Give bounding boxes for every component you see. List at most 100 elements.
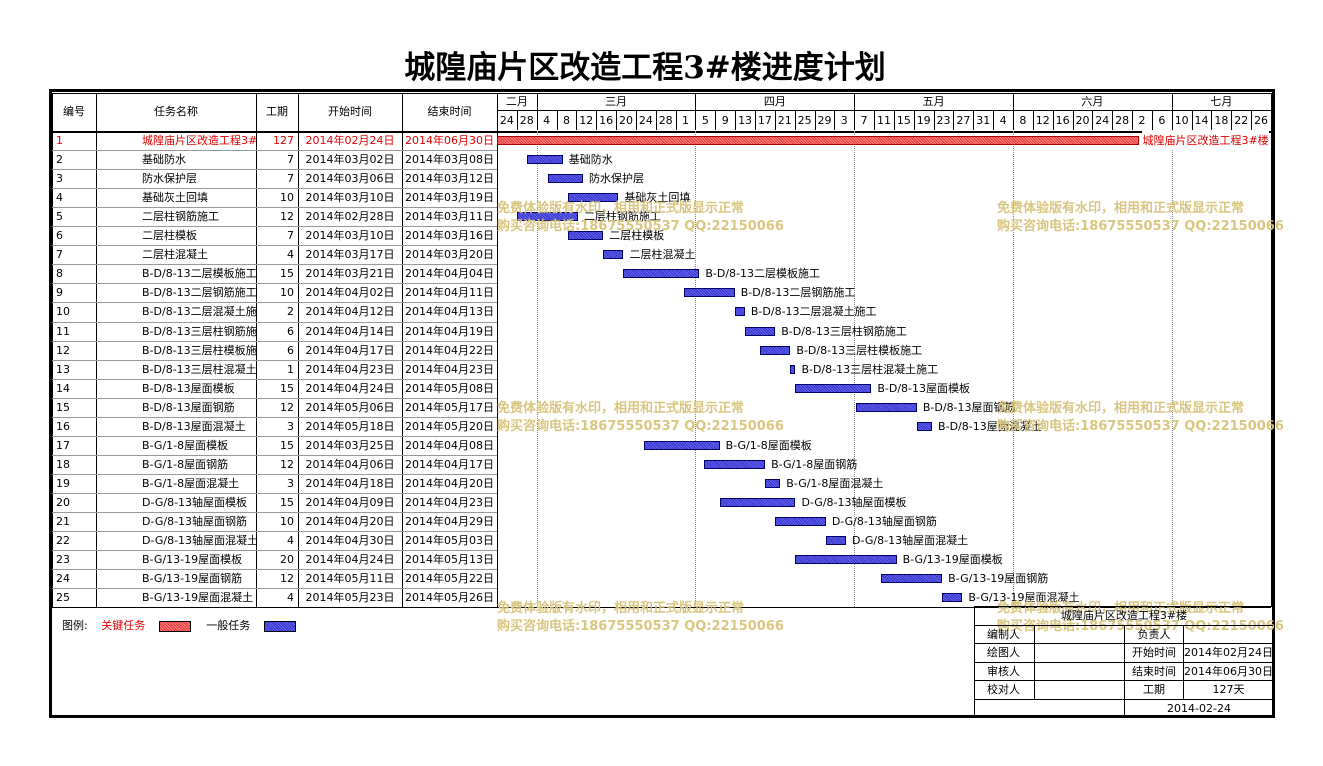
month-separator (695, 131, 697, 608)
task-bar (643, 440, 720, 450)
task-bar-label: 基础灰土回填 (624, 191, 691, 205)
task-name-cell: B-G/13-19屋面模板 (142, 553, 243, 567)
task-duration-cell: 20 (280, 553, 294, 567)
task-name-cell: 城隍庙片区改造工程3#楼 (142, 134, 256, 147)
info-value (1034, 643, 1124, 662)
timeline-tick: 21 (777, 114, 792, 127)
info-key: 校对人 (974, 680, 1034, 699)
timeline-tick-divider (893, 110, 895, 130)
task-end-cell: 2014年03月12日 (405, 172, 494, 186)
info-value: 2014年02月24日 (1183, 643, 1273, 662)
info-value (1183, 624, 1273, 644)
task-bar-label: B-D/8-13屋面模板 (877, 381, 971, 395)
timeline-tick-divider (497, 110, 498, 130)
header-bottom-line (52, 131, 1271, 133)
timeline-tick-divider (933, 110, 935, 130)
timeline-tick-divider (973, 110, 975, 130)
task-bar-label: B-D/8-13二层钢筋施工 (740, 286, 856, 300)
task-start-cell: 2014年05月18日 (305, 419, 395, 433)
task-start-cell: 2014年03月17日 (305, 248, 395, 262)
task-name-cell: B-G/1-8屋面钢筋 (142, 457, 229, 471)
task-name-cell: B-D/8-13二层模板施工 (142, 267, 256, 281)
info-key: 绘图人 (974, 643, 1034, 662)
task-bar-label: 城隍庙片区改造工程3#楼 (1142, 131, 1269, 151)
task-id-cell: 7 (56, 248, 63, 262)
table-row-line (52, 207, 497, 209)
task-bar (790, 364, 796, 374)
task-name-cell: B-D/8-13屋面模板 (142, 381, 235, 395)
task-duration-cell: 15 (280, 381, 294, 395)
table-row-line (52, 416, 497, 418)
task-id-cell: 3 (56, 172, 63, 186)
task-end-cell: 2014年05月08日 (405, 381, 494, 395)
task-name-cell: B-D/8-13屋面钢筋 (142, 400, 235, 414)
task-name-cell: 二层柱钢筋施工 (142, 210, 219, 224)
task-end-cell: 2014年03月16日 (405, 229, 494, 243)
table-row-line (52, 245, 497, 247)
timeline-tick: 29 (817, 114, 832, 127)
task-name-cell: D-G/8-13轴屋面钢筋 (142, 515, 248, 528)
task-id-cell: 20 (56, 495, 70, 509)
timeline-tick-divider (854, 110, 856, 130)
task-start-cell: 2014年03月06日 (305, 172, 395, 186)
task-bar (765, 478, 781, 488)
task-end-cell: 2014年04月19日 (405, 324, 494, 338)
timeline-month-divider (854, 93, 856, 110)
table-row-line (52, 321, 497, 323)
task-bar (760, 345, 791, 355)
task-start-cell: 2014年04月14日 (305, 324, 395, 338)
timeline-month-divider (497, 93, 498, 110)
task-start-cell: 2014年04月30日 (305, 534, 395, 548)
task-name-cell: 基础灰土回填 (142, 191, 208, 205)
timeline-tick: 14 (1194, 114, 1209, 127)
task-duration-cell: 15 (280, 495, 294, 509)
task-duration-cell: 4 (287, 591, 294, 605)
task-id-cell: 11 (56, 324, 70, 338)
task-bar-label: 二层柱钢筋施工 (583, 210, 661, 224)
schedule-frame (49, 89, 1275, 718)
task-bar-label: 防水保护层 (589, 172, 644, 186)
timeline-tick: 2 (1138, 114, 1146, 127)
task-bar (775, 517, 826, 526)
legend-critical-label: 关键任务 (101, 619, 146, 632)
timeline-tick: 8 (1019, 114, 1027, 127)
timeline-tick-divider (695, 110, 697, 130)
task-id-cell: 19 (56, 476, 70, 490)
task-duration-cell: 6 (287, 343, 294, 357)
task-end-cell: 2014年04月08日 (405, 438, 494, 452)
timeline-tick: 26 (1254, 114, 1269, 127)
task-start-cell: 2014年04月24日 (305, 381, 395, 395)
task-name-cell: B-D/8-13三层柱模板施工 (142, 343, 256, 357)
timeline-tick-divider (1132, 110, 1134, 130)
timeline-tick-divider (1231, 110, 1233, 130)
column-header-duration: 工期 (266, 105, 288, 118)
task-id-cell: 17 (56, 438, 70, 452)
month-separator (1013, 131, 1014, 608)
timeline-tick: 24 (638, 114, 653, 127)
task-bar-label: D-G/8-13轴屋面混凝土 (852, 534, 969, 548)
timeline-tick: 1 (682, 114, 690, 127)
page-title: 城隍庙片区改造工程3#楼进度计划 (404, 50, 886, 86)
timeline-tick: 24 (499, 114, 514, 127)
table-row-line (52, 226, 497, 228)
legend: 图例: 关键任务 一般任务 (62, 617, 296, 633)
timeline-tick-divider (814, 110, 816, 130)
info-value: 127天 (1183, 680, 1273, 699)
task-duration-cell: 3 (287, 476, 294, 490)
timeline-tick: 8 (562, 114, 570, 127)
timeline-tick-divider (715, 110, 717, 130)
task-start-cell: 2014年05月23日 (305, 591, 395, 605)
task-id-cell: 14 (56, 381, 70, 395)
task-bar (734, 307, 745, 317)
column-header-end: 结束时间 (427, 105, 472, 118)
task-bar-label: B-D/8-13二层混凝土施工 (750, 305, 877, 319)
timeline-month-divider (1013, 93, 1014, 110)
task-duration-cell: 10 (280, 515, 294, 528)
timeline-tick-divider (1171, 110, 1173, 130)
table-col-line (96, 93, 97, 608)
table-row-line (52, 588, 497, 590)
task-id-cell: 23 (56, 553, 70, 567)
task-name-cell: 防水保护层 (142, 172, 197, 186)
task-bar-label: B-G/1-8屋面模板 (725, 438, 812, 452)
